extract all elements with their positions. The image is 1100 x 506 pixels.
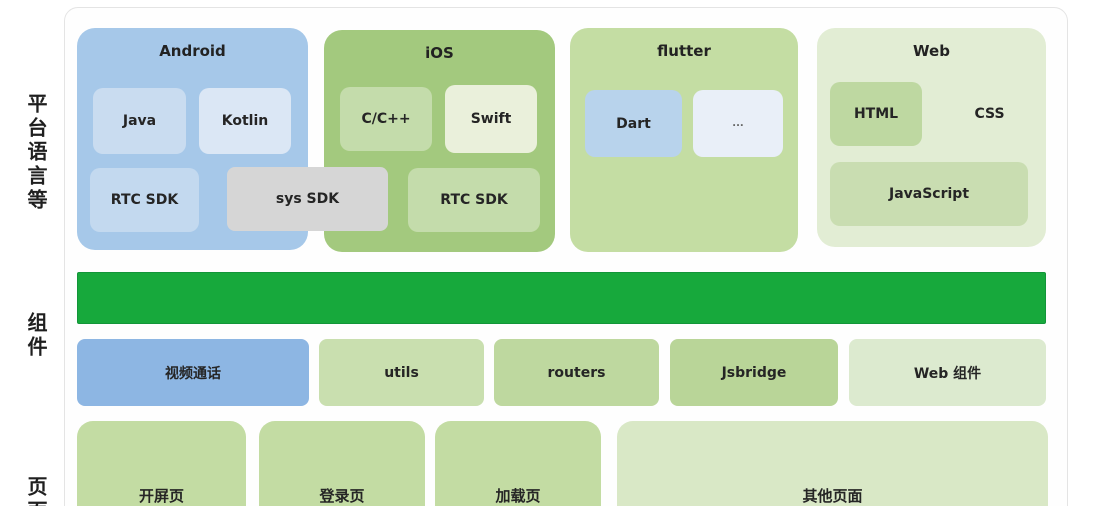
loading-page-label: 加载页 — [495, 487, 541, 505]
utils-component: utils — [319, 339, 484, 406]
android-rtc-sdk-chip: RTC SDK — [90, 168, 199, 232]
row-label-platform-languages: 平台语言等 — [24, 93, 48, 213]
splash-page-label: 开屏页 — [138, 487, 184, 505]
other-pages-label: 其他页面 — [802, 487, 863, 505]
ios-title: iOS — [425, 44, 454, 62]
java-chip: Java — [93, 88, 186, 154]
dart-chip: Dart — [585, 90, 682, 157]
css-label: CSS — [974, 106, 1005, 122]
sys-sdk-chip: sys SDK — [227, 167, 388, 231]
flutter-title: flutter — [657, 42, 711, 60]
row-label-components: 组件 — [24, 312, 48, 360]
android-platform-group: Android Java Kotlin RTC SDK — [77, 28, 308, 250]
web-title: Web — [913, 42, 950, 60]
flutter-more-chip: ... — [693, 90, 783, 157]
ios-rtc-sdk-chip: RTC SDK — [408, 168, 540, 232]
android-title: Android — [159, 42, 226, 60]
ios-platform-group: iOS C/C++ Swift RTC SDK — [324, 30, 555, 252]
flutter-platform-group: flutter Dart ... — [570, 28, 798, 252]
kotlin-chip: Kotlin — [199, 88, 291, 154]
login-page-label: 登录页 — [319, 487, 365, 505]
web-component: Web 组件 — [849, 339, 1046, 406]
video-call-component: 视频通话 — [77, 339, 309, 406]
html-chip: HTML — [830, 82, 922, 146]
login-page-box: 登录页 — [259, 421, 425, 506]
javascript-chip: JavaScript — [830, 162, 1028, 226]
jsbridge-component: Jsbridge — [670, 339, 838, 406]
row-label-pages: 页面 — [24, 476, 48, 506]
routers-component: routers — [494, 339, 659, 406]
green-layer-bar — [77, 272, 1046, 324]
web-platform-group: Web HTML CSS JavaScript — [817, 28, 1046, 247]
loading-page-box: 加载页 — [435, 421, 601, 506]
splash-page-box: 开屏页 — [77, 421, 246, 506]
c-cpp-chip: C/C++ — [340, 87, 432, 151]
swift-chip: Swift — [445, 85, 537, 153]
other-pages-box: 其他页面 — [617, 421, 1048, 506]
